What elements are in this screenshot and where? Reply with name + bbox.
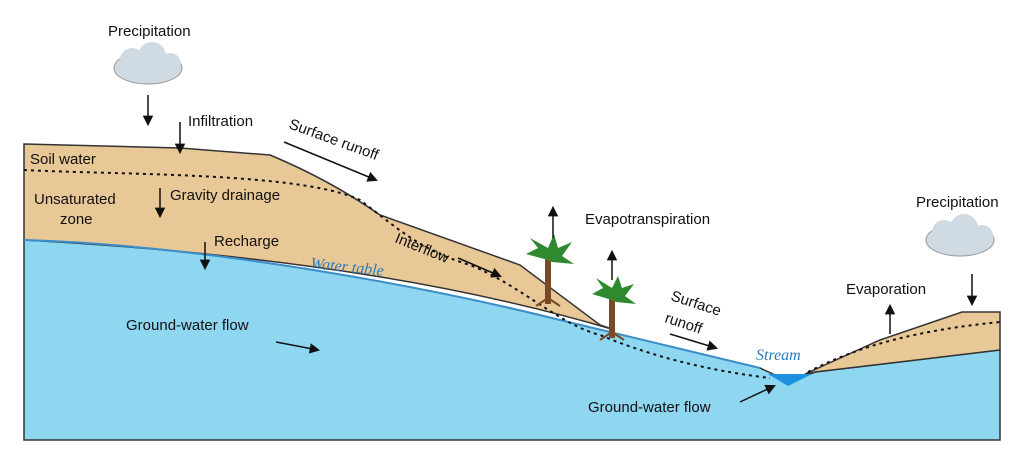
surface-runoff-arrow-2 — [669, 333, 719, 351]
surface-runoff-label-1: Surface runoff — [287, 116, 382, 164]
groundwater-flow-label-1: Ground-water flow — [126, 317, 249, 334]
soil-zone-right — [804, 311, 1001, 375]
unsaturated-zone-label-line2: zone — [60, 211, 93, 228]
interflow-dotted-line-right — [807, 321, 1001, 373]
tree-icon — [592, 276, 636, 341]
evapotranspiration-label: Evapotranspiration — [585, 211, 710, 228]
groundwater-flow-arrow-2 — [739, 384, 776, 403]
soil-zone — [23, 143, 616, 331]
evaporation-label: Evaporation — [846, 281, 926, 298]
interflow-dotted-line — [23, 169, 771, 379]
unsaturated-zone-label-line1: Unsaturated — [34, 191, 116, 208]
surface-runoff-label-2b: runoff — [663, 310, 705, 338]
tree-icon — [526, 234, 574, 307]
stream-label: Stream — [756, 347, 801, 364]
water-table-line — [23, 239, 761, 369]
infiltration-label: Infiltration — [188, 113, 253, 130]
groundwater-flow-label-2: Ground-water flow — [588, 399, 711, 416]
cloud-icon — [925, 214, 995, 257]
soil-water-label: Soil water — [30, 151, 96, 168]
interflow-arrow — [457, 257, 502, 278]
recharge-label: Recharge — [214, 233, 279, 250]
groundwater-flow-arrow-1 — [275, 341, 321, 354]
cloud-icon — [113, 42, 183, 85]
precipitation-label-right: Precipitation — [916, 194, 999, 211]
precipitation-label-left: Precipitation — [108, 23, 191, 40]
surface-runoff-arrow-1 — [283, 141, 378, 182]
gravity-drainage-label: Gravity drainage — [170, 187, 280, 204]
stream-channel — [768, 374, 812, 386]
